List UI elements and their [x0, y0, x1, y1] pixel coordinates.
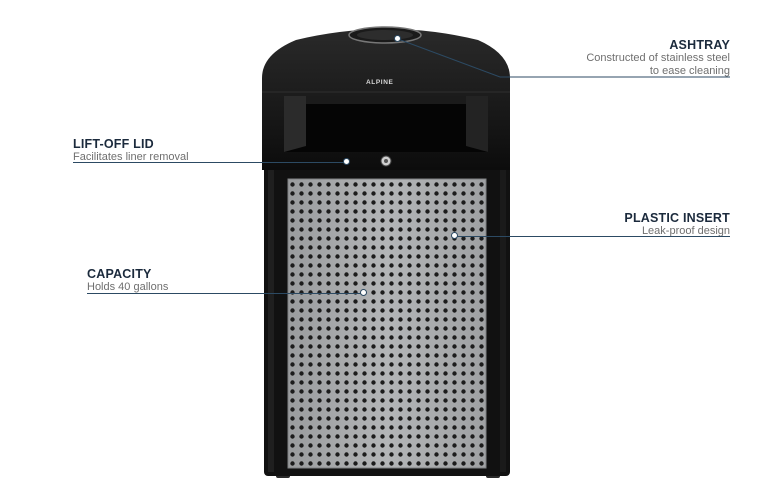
- callout-insert-desc: Leak-proof design: [641, 225, 730, 237]
- capacity-leader-line: [87, 293, 363, 294]
- callout-ashtray-desc-2: to ease cleaning: [649, 65, 730, 77]
- callout-ashtray-desc-1: Constructed of stainless steel: [586, 52, 730, 64]
- callout-capacity-title: CAPACITY: [87, 267, 152, 281]
- callout-lid-desc: Facilitates liner removal: [73, 151, 189, 163]
- callout-lid-title: LIFT-OFF LID: [73, 137, 154, 151]
- waste-opening: [284, 96, 488, 152]
- capacity-marker: [360, 289, 367, 296]
- lid-marker: [343, 158, 350, 165]
- callout-insert-title: PLASTIC INSERT: [624, 211, 730, 225]
- callout-lift-off-lid: LIFT-OFF LID Facilitates liner removal: [73, 137, 189, 164]
- ashtray-marker: [394, 35, 401, 42]
- callout-ashtray: ASHTRAY Constructed of stainless steel t…: [586, 38, 730, 78]
- callout-ashtray-title: ASHTRAY: [669, 38, 730, 52]
- callout-plastic-insert: PLASTIC INSERT Leak-proof design: [624, 211, 730, 238]
- brand-logo: ALPINE: [366, 79, 394, 86]
- callout-capacity: CAPACITY Holds 40 gallons: [87, 267, 168, 294]
- insert-leader-line: [455, 236, 730, 237]
- lid-leader-line: [73, 162, 346, 163]
- callout-capacity-desc: Holds 40 gallons: [87, 281, 169, 293]
- insert-marker: [451, 232, 458, 239]
